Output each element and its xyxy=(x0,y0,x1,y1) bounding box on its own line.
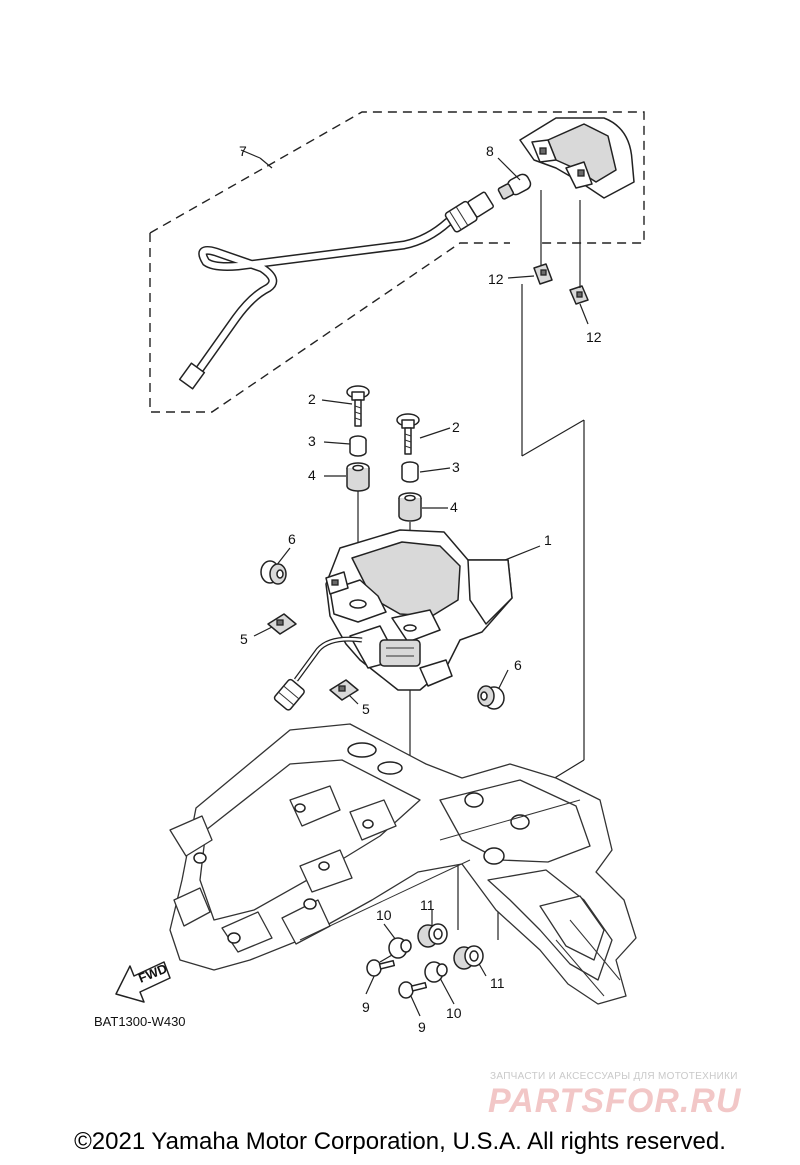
callout-5b: 5 xyxy=(362,701,370,717)
watermark-tagline: ЗАПЧАСТИ И АКСЕССУАРЫ ДЛЯ МОТОТЕХНИКИ xyxy=(490,1071,738,1082)
callout-2b: 2 xyxy=(452,419,460,435)
sub-lead-wire xyxy=(178,191,494,390)
callout-1: 1 xyxy=(544,532,552,548)
figure-code: BAT1300-W430 xyxy=(94,1014,186,1029)
callout-11b: 11 xyxy=(490,975,505,991)
copyright-notice: ©2021 Yamaha Motor Corporation, U.S.A. A… xyxy=(74,1128,726,1155)
callout-12a: 12 xyxy=(488,271,504,287)
watermark-brand: PARTSFOR.RU xyxy=(488,1082,742,1120)
rear-frame xyxy=(169,723,637,1005)
callout-2a: 2 xyxy=(308,391,316,407)
harness-assembly-box xyxy=(149,111,645,413)
callout-3b: 3 xyxy=(452,459,460,475)
bolt-9b xyxy=(398,981,428,999)
grommet-6a xyxy=(260,560,287,585)
fwd-arrow-icon: FWD xyxy=(115,961,171,1003)
grommet-11b xyxy=(453,945,484,970)
grommet-4b xyxy=(398,492,422,522)
washer-10b xyxy=(424,961,448,983)
callout-labels: 7 8 12 12 2 2 3 3 4 4 1 6 6 5 5 10 10 11… xyxy=(239,143,602,1035)
bracket-lead xyxy=(273,636,363,711)
callout-3a: 3 xyxy=(308,433,316,449)
callout-9a: 9 xyxy=(362,999,370,1015)
tail-light-bracket xyxy=(325,529,513,691)
callout-6b: 6 xyxy=(514,657,522,673)
callout-11a: 11 xyxy=(420,897,435,913)
callout-6a: 6 xyxy=(288,531,296,547)
callout-4a: 4 xyxy=(308,467,316,483)
washer-10a xyxy=(388,937,412,959)
collar-3a xyxy=(349,435,367,457)
nut-clip-5a xyxy=(267,613,297,635)
nut-clip-12a xyxy=(533,263,553,285)
callout-9b: 9 xyxy=(418,1019,426,1035)
bulb xyxy=(497,173,532,200)
callout-10a: 10 xyxy=(376,907,392,923)
callout-8: 8 xyxy=(486,143,494,159)
grommet-6b xyxy=(477,685,505,710)
collar-3b xyxy=(401,461,419,483)
callout-7: 7 xyxy=(239,143,247,159)
nut-clip-12b xyxy=(569,285,589,305)
leader-lines xyxy=(240,149,589,1017)
callout-4b: 4 xyxy=(450,499,458,515)
callout-12b: 12 xyxy=(586,329,602,345)
callout-10b: 10 xyxy=(446,1005,462,1021)
screw-2a xyxy=(346,385,370,427)
license-light-lens xyxy=(519,117,635,199)
nut-clip-5b xyxy=(329,679,359,701)
grommet-4a xyxy=(346,462,370,492)
bolt-9a xyxy=(366,959,396,977)
screw-2b xyxy=(396,413,420,455)
callout-5a: 5 xyxy=(240,631,248,647)
grommet-11a xyxy=(417,923,448,948)
